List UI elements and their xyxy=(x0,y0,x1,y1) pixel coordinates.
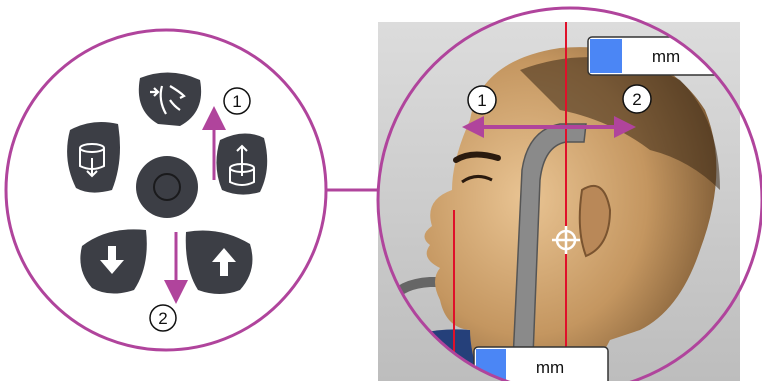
head-callout-badge-2: 2 xyxy=(623,85,651,113)
column-down-button[interactable] xyxy=(67,122,120,193)
svg-text:1: 1 xyxy=(232,92,241,111)
head-callout-badge-1: 1 xyxy=(468,86,496,114)
head-view-panel: mm mm 1 2 xyxy=(378,8,762,381)
svg-text:2: 2 xyxy=(632,90,641,109)
move-up-button[interactable] xyxy=(186,231,253,295)
svg-text:mm: mm xyxy=(652,47,680,66)
keypad-panel: 1 2 xyxy=(6,30,326,350)
callout-badge-1: 1 xyxy=(224,88,250,114)
svg-text:mm: mm xyxy=(536,358,564,377)
svg-text:2: 2 xyxy=(158,309,167,328)
column-up-button[interactable] xyxy=(216,133,267,194)
top-readout-indicator xyxy=(590,39,622,73)
callout-badge-2: 2 xyxy=(150,305,176,331)
svg-text:1: 1 xyxy=(477,91,486,110)
center-button[interactable] xyxy=(136,156,198,218)
